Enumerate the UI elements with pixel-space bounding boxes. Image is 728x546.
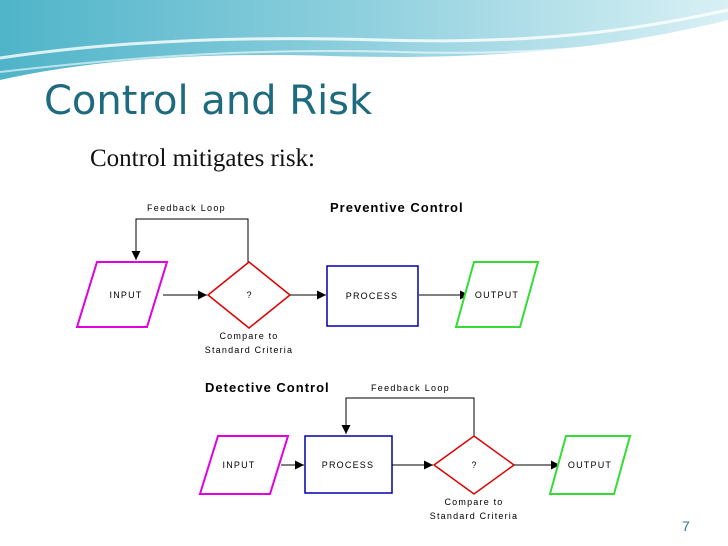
preventive-compare-line2: Standard Criteria <box>205 345 293 355</box>
detective-decision-label: ? <box>471 460 476 470</box>
detective-input-shape <box>198 435 290 495</box>
preventive-input-label: INPUT <box>110 290 143 300</box>
slide-subtitle: Control mitigates risk: <box>90 145 315 172</box>
preventive-input-shape <box>75 261 169 328</box>
slide-number: 7 <box>682 518 690 534</box>
detective-output-label: OUTPUT <box>568 460 612 470</box>
preventive-decision-diamond <box>206 261 292 329</box>
slide-title: Control and Risk <box>44 78 373 124</box>
preventive-process-box <box>326 265 419 327</box>
preventive-output-label: OUTPUT <box>475 290 519 300</box>
preventive-feedback-label: Feedback Loop <box>147 203 226 213</box>
preventive-decision-label: ? <box>246 290 251 300</box>
preventive-compare-line1: Compare to <box>219 331 278 341</box>
preventive-process-label: PROCESS <box>346 291 398 301</box>
detective-input-label: INPUT <box>223 460 256 470</box>
detective-feedback-loop <box>341 397 475 436</box>
detective-compare-line1: Compare to <box>444 497 503 507</box>
detective-decision-diamond <box>432 435 516 495</box>
detective-compare-line2: Standard Criteria <box>430 511 518 521</box>
detective-heading: Detective Control <box>205 380 330 395</box>
preventive-control-flow: Preventive Control Feedback Loop INPUT ?… <box>75 200 540 355</box>
detective-output-shape <box>548 435 632 495</box>
detective-process-label: PROCESS <box>322 460 374 470</box>
preventive-feedback-loop <box>131 218 249 262</box>
detective-control-flow: Detective Control Feedback Loop INPUT PR… <box>198 380 632 521</box>
header-wave-banner <box>0 0 728 80</box>
preventive-heading: Preventive Control <box>330 200 464 215</box>
detective-process-box <box>304 435 393 494</box>
detective-feedback-label: Feedback Loop <box>371 383 450 393</box>
preventive-output-shape <box>454 261 540 328</box>
